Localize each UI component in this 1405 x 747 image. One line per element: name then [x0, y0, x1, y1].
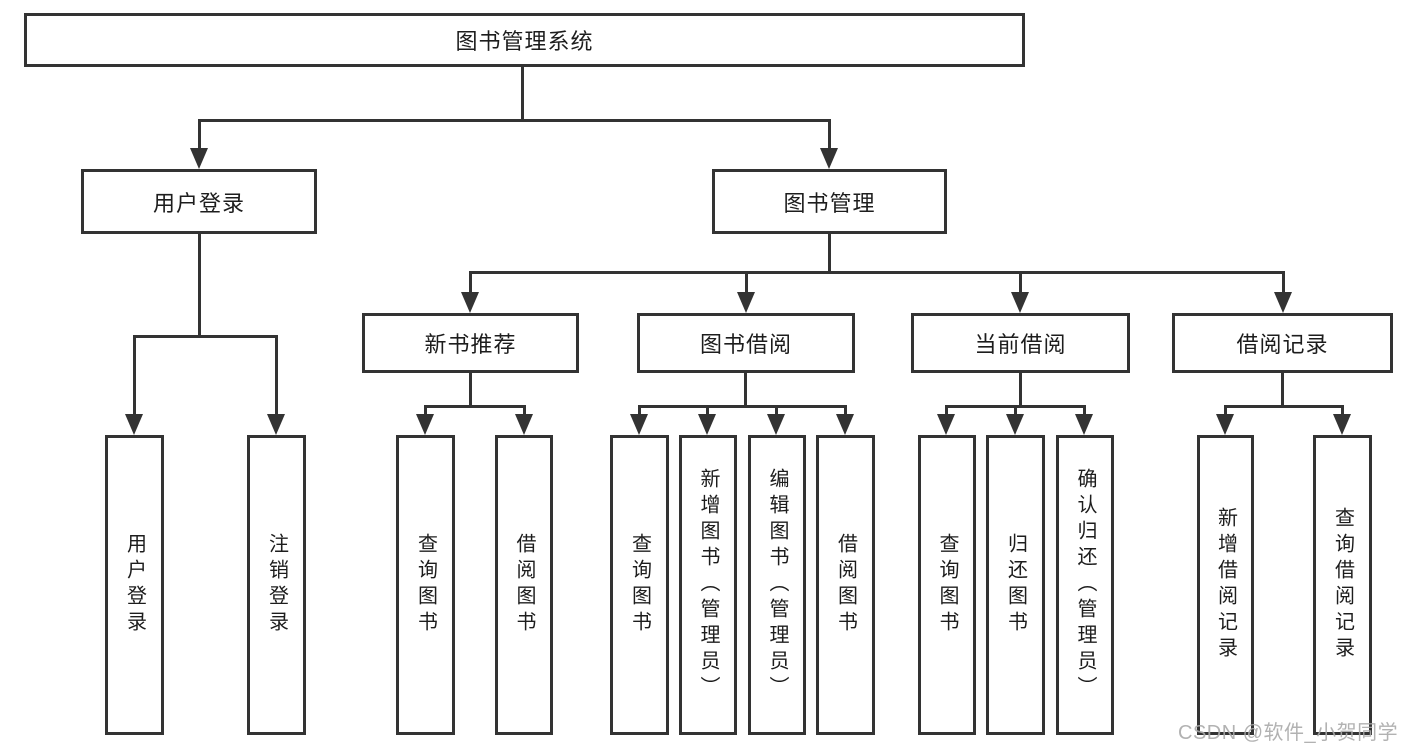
connector-stub-user-login: [198, 119, 201, 150]
connector-level3-rail: [469, 271, 1285, 274]
connector-root-drop: [521, 67, 524, 121]
node-label: 新书推荐: [424, 332, 517, 357]
arrowhead-down: [461, 292, 479, 313]
node-label: 图书借阅: [699, 332, 792, 357]
leaf-query-borrow-record: 查询借阅记录: [1313, 435, 1372, 735]
leaf-borrow-books-recommend: 借阅图书: [495, 435, 553, 735]
connector-stub: [745, 271, 748, 294]
connector-stub: [1083, 405, 1086, 417]
connector-drop: [469, 373, 472, 408]
connector-stub: [844, 405, 847, 417]
arrowhead-down: [737, 292, 755, 313]
arrowhead-down: [515, 414, 533, 435]
connector-stub: [424, 405, 427, 417]
leaf-user-login: 用户登录: [105, 435, 164, 735]
connector-stub: [1341, 405, 1344, 417]
arrowhead-down: [836, 414, 854, 435]
connector-stub: [638, 405, 641, 417]
leaf-add-books-admin: 新增图书（管理员）: [679, 435, 737, 735]
arrowhead-down: [1006, 414, 1024, 435]
arrowhead-down: [1075, 414, 1093, 435]
leaf-label: 借阅图书: [834, 533, 857, 637]
connector-drop: [1281, 373, 1284, 408]
connector-rail: [638, 405, 847, 408]
connector-stub: [945, 405, 948, 417]
connector-user-login-rail: [133, 335, 278, 338]
leaf-label: 编辑图书（管理员）: [766, 468, 788, 702]
leaf-label: 注销登录: [265, 533, 288, 637]
node-user-login-branch: 用户登录: [81, 169, 317, 234]
arrowhead-down: [767, 414, 785, 435]
leaf-borrow-books: 借阅图书: [816, 435, 875, 735]
arrowhead-down: [1216, 414, 1234, 435]
connector-stub: [706, 405, 709, 417]
leaf-query-books-borrow: 查询图书: [610, 435, 669, 735]
node-new-book-recommend: 新书推荐: [362, 313, 579, 373]
connector-rail: [1224, 405, 1344, 408]
arrowhead-down: [820, 148, 838, 169]
connector-stub: [1224, 405, 1227, 417]
node-label: 用户登录: [152, 190, 245, 216]
connector-stub: [1019, 271, 1022, 294]
connector-level2-rail: [198, 119, 831, 122]
connector-stub: [275, 335, 278, 415]
connector-drop: [744, 373, 747, 408]
connector-drop: [1019, 373, 1022, 408]
leaf-label: 新增图书（管理员）: [697, 468, 719, 702]
leaf-label: 查询图书: [936, 533, 958, 637]
connector-stub: [133, 335, 136, 415]
leaf-label: 归还图书: [1004, 533, 1027, 637]
leaf-query-books-recommend: 查询图书: [396, 435, 455, 735]
connector-stub: [523, 405, 526, 417]
leaf-confirm-return-admin: 确认归还（管理员）: [1056, 435, 1114, 735]
leaf-label: 确认归还（管理员）: [1074, 468, 1096, 702]
node-label: 借阅记录: [1236, 332, 1329, 357]
csdn-watermark: CSDN @软件_小贺同学: [1178, 722, 1399, 744]
arrowhead-down: [1333, 414, 1351, 435]
connector-book-mgmt-drop: [828, 234, 831, 274]
leaf-return-books: 归还图书: [986, 435, 1045, 735]
leaf-query-books-current: 查询图书: [918, 435, 976, 735]
arrowhead-down: [267, 414, 285, 435]
connector-stub: [775, 405, 778, 417]
node-label: 图书管理系统: [455, 29, 594, 54]
leaf-label: 新增借阅记录: [1214, 507, 1237, 663]
arrowhead-down: [698, 414, 716, 435]
leaf-label: 查询图书: [628, 533, 651, 637]
leaf-label: 查询图书: [414, 533, 437, 637]
node-borrow-records: 借阅记录: [1172, 313, 1393, 373]
node-book-management-branch: 图书管理: [712, 169, 947, 234]
connector-user-login-drop: [198, 234, 201, 338]
connector-stub: [469, 271, 472, 294]
arrowhead-down: [190, 148, 208, 169]
leaf-add-borrow-record: 新增借阅记录: [1197, 435, 1254, 735]
arrowhead-down: [630, 414, 648, 435]
node-library-management-system: 图书管理系统: [24, 13, 1025, 67]
arrowhead-down: [937, 414, 955, 435]
node-book-borrow: 图书借阅: [637, 313, 855, 373]
connector-stub: [1014, 405, 1017, 417]
connector-stub-book-mgmt: [828, 119, 831, 150]
leaf-label: 借阅图书: [513, 533, 535, 637]
arrowhead-down: [1011, 292, 1029, 313]
leaf-label: 用户登录: [123, 533, 146, 637]
connector-rail: [424, 405, 526, 408]
arrowhead-down: [416, 414, 434, 435]
leaf-edit-books-admin: 编辑图书（管理员）: [748, 435, 806, 735]
node-current-borrow: 当前借阅: [911, 313, 1130, 373]
node-label: 图书管理: [783, 190, 876, 216]
leaf-label: 查询借阅记录: [1331, 507, 1354, 663]
node-label: 当前借阅: [974, 332, 1067, 357]
leaf-logout: 注销登录: [247, 435, 306, 735]
arrowhead-down: [125, 414, 143, 435]
connector-stub: [1282, 271, 1285, 294]
arrowhead-down: [1274, 292, 1292, 313]
